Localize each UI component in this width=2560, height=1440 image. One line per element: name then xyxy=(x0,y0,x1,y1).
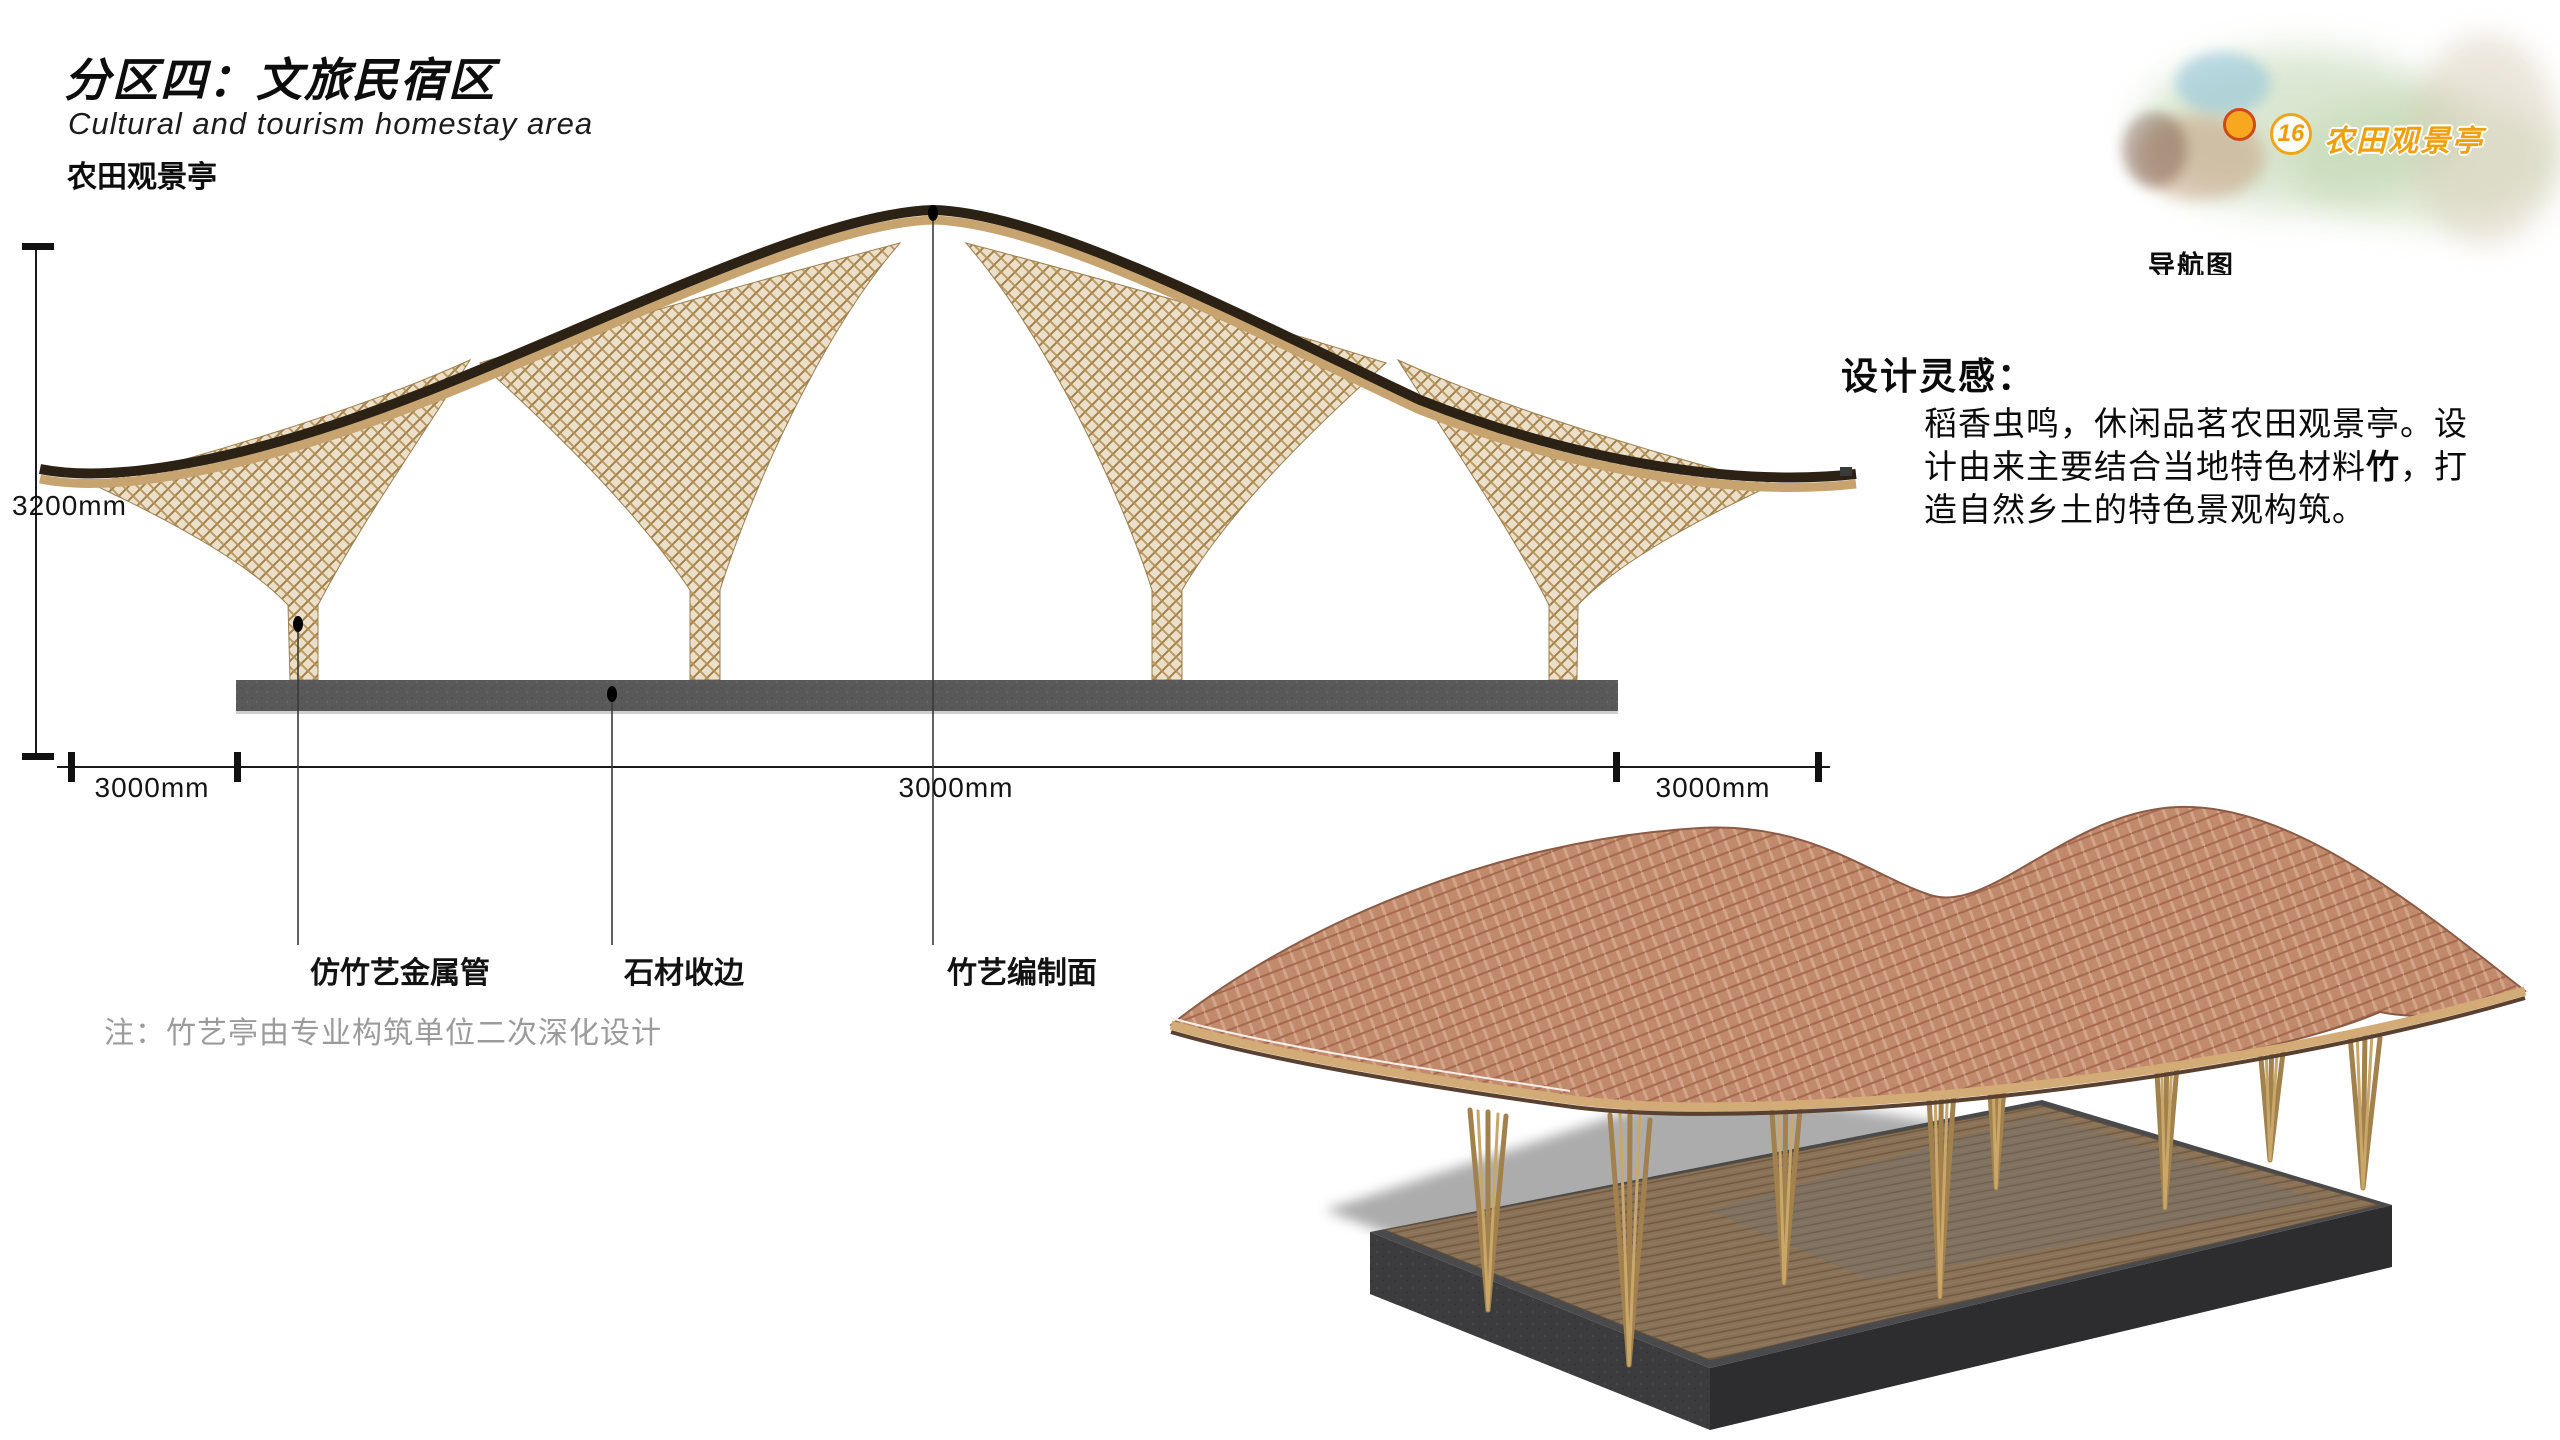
dim-label-span-middle: 3000mm xyxy=(898,772,1014,803)
pavilion-3d-render xyxy=(1170,805,2527,1430)
dimension-lines xyxy=(22,243,1830,782)
location-label: 农田观景亭 xyxy=(2324,125,2484,158)
map-caption: 导航图 xyxy=(2148,251,2235,275)
callout-stone-edging: 石材收边 xyxy=(624,957,744,990)
tree-column-3 xyxy=(964,242,1387,681)
section-label: 农田观景亭 xyxy=(67,161,217,194)
tree-column-1 xyxy=(90,358,472,681)
callout-leaders xyxy=(293,205,938,945)
elevation-ground-slab xyxy=(236,680,1618,714)
render-roof xyxy=(1170,805,2527,1116)
map-pond xyxy=(2175,52,2270,114)
bold-bamboo-word: 竹 xyxy=(2366,448,2400,485)
inspiration-line-1: 稻香虫鸣，休闲品茗农田观景亭。设 xyxy=(1924,405,2468,442)
inspiration-line-3: 造自然乡土的特色景观构筑。 xyxy=(1924,491,2366,528)
pavilion-elevation-drawing xyxy=(22,204,1857,945)
location-number-badge: 16 xyxy=(2270,113,2312,155)
map-road xyxy=(2410,35,2560,245)
callout-woven-surface: 竹艺编制面 xyxy=(947,957,1097,990)
tree-column-2 xyxy=(479,242,902,681)
map-building-dark xyxy=(2122,112,2187,187)
inspiration-paragraph: 稻香虫鸣，休闲品茗农田观景亭。设 计由来主要结合当地特色材料竹，打 造自然乡土的… xyxy=(1924,402,2468,531)
dim-label-span-left: 3000mm xyxy=(94,772,210,803)
design-note: 注：竹艺亭由专业构筑单位二次深化设计 xyxy=(104,1017,662,1050)
dim-label-height: 3200mm xyxy=(12,490,127,521)
page-subtitle-en: Cultural and tourism homestay area xyxy=(68,106,594,141)
navigation-map[interactable]: 16 农田观景亭 导航图 xyxy=(2080,0,2560,275)
page-title: 分区四：文旅民宿区 xyxy=(64,54,496,106)
dim-label-span-right: 3000mm xyxy=(1655,772,1771,803)
location-marker-dot[interactable] xyxy=(2223,108,2256,141)
bamboo-columns-3d xyxy=(1467,925,2383,1368)
callout-metal-pipe: 仿竹艺金属管 xyxy=(310,957,490,990)
inspiration-line-2: 计由来主要结合当地特色材料竹，打 xyxy=(1924,448,2468,485)
inspiration-heading: 设计灵感： xyxy=(1841,356,2036,397)
